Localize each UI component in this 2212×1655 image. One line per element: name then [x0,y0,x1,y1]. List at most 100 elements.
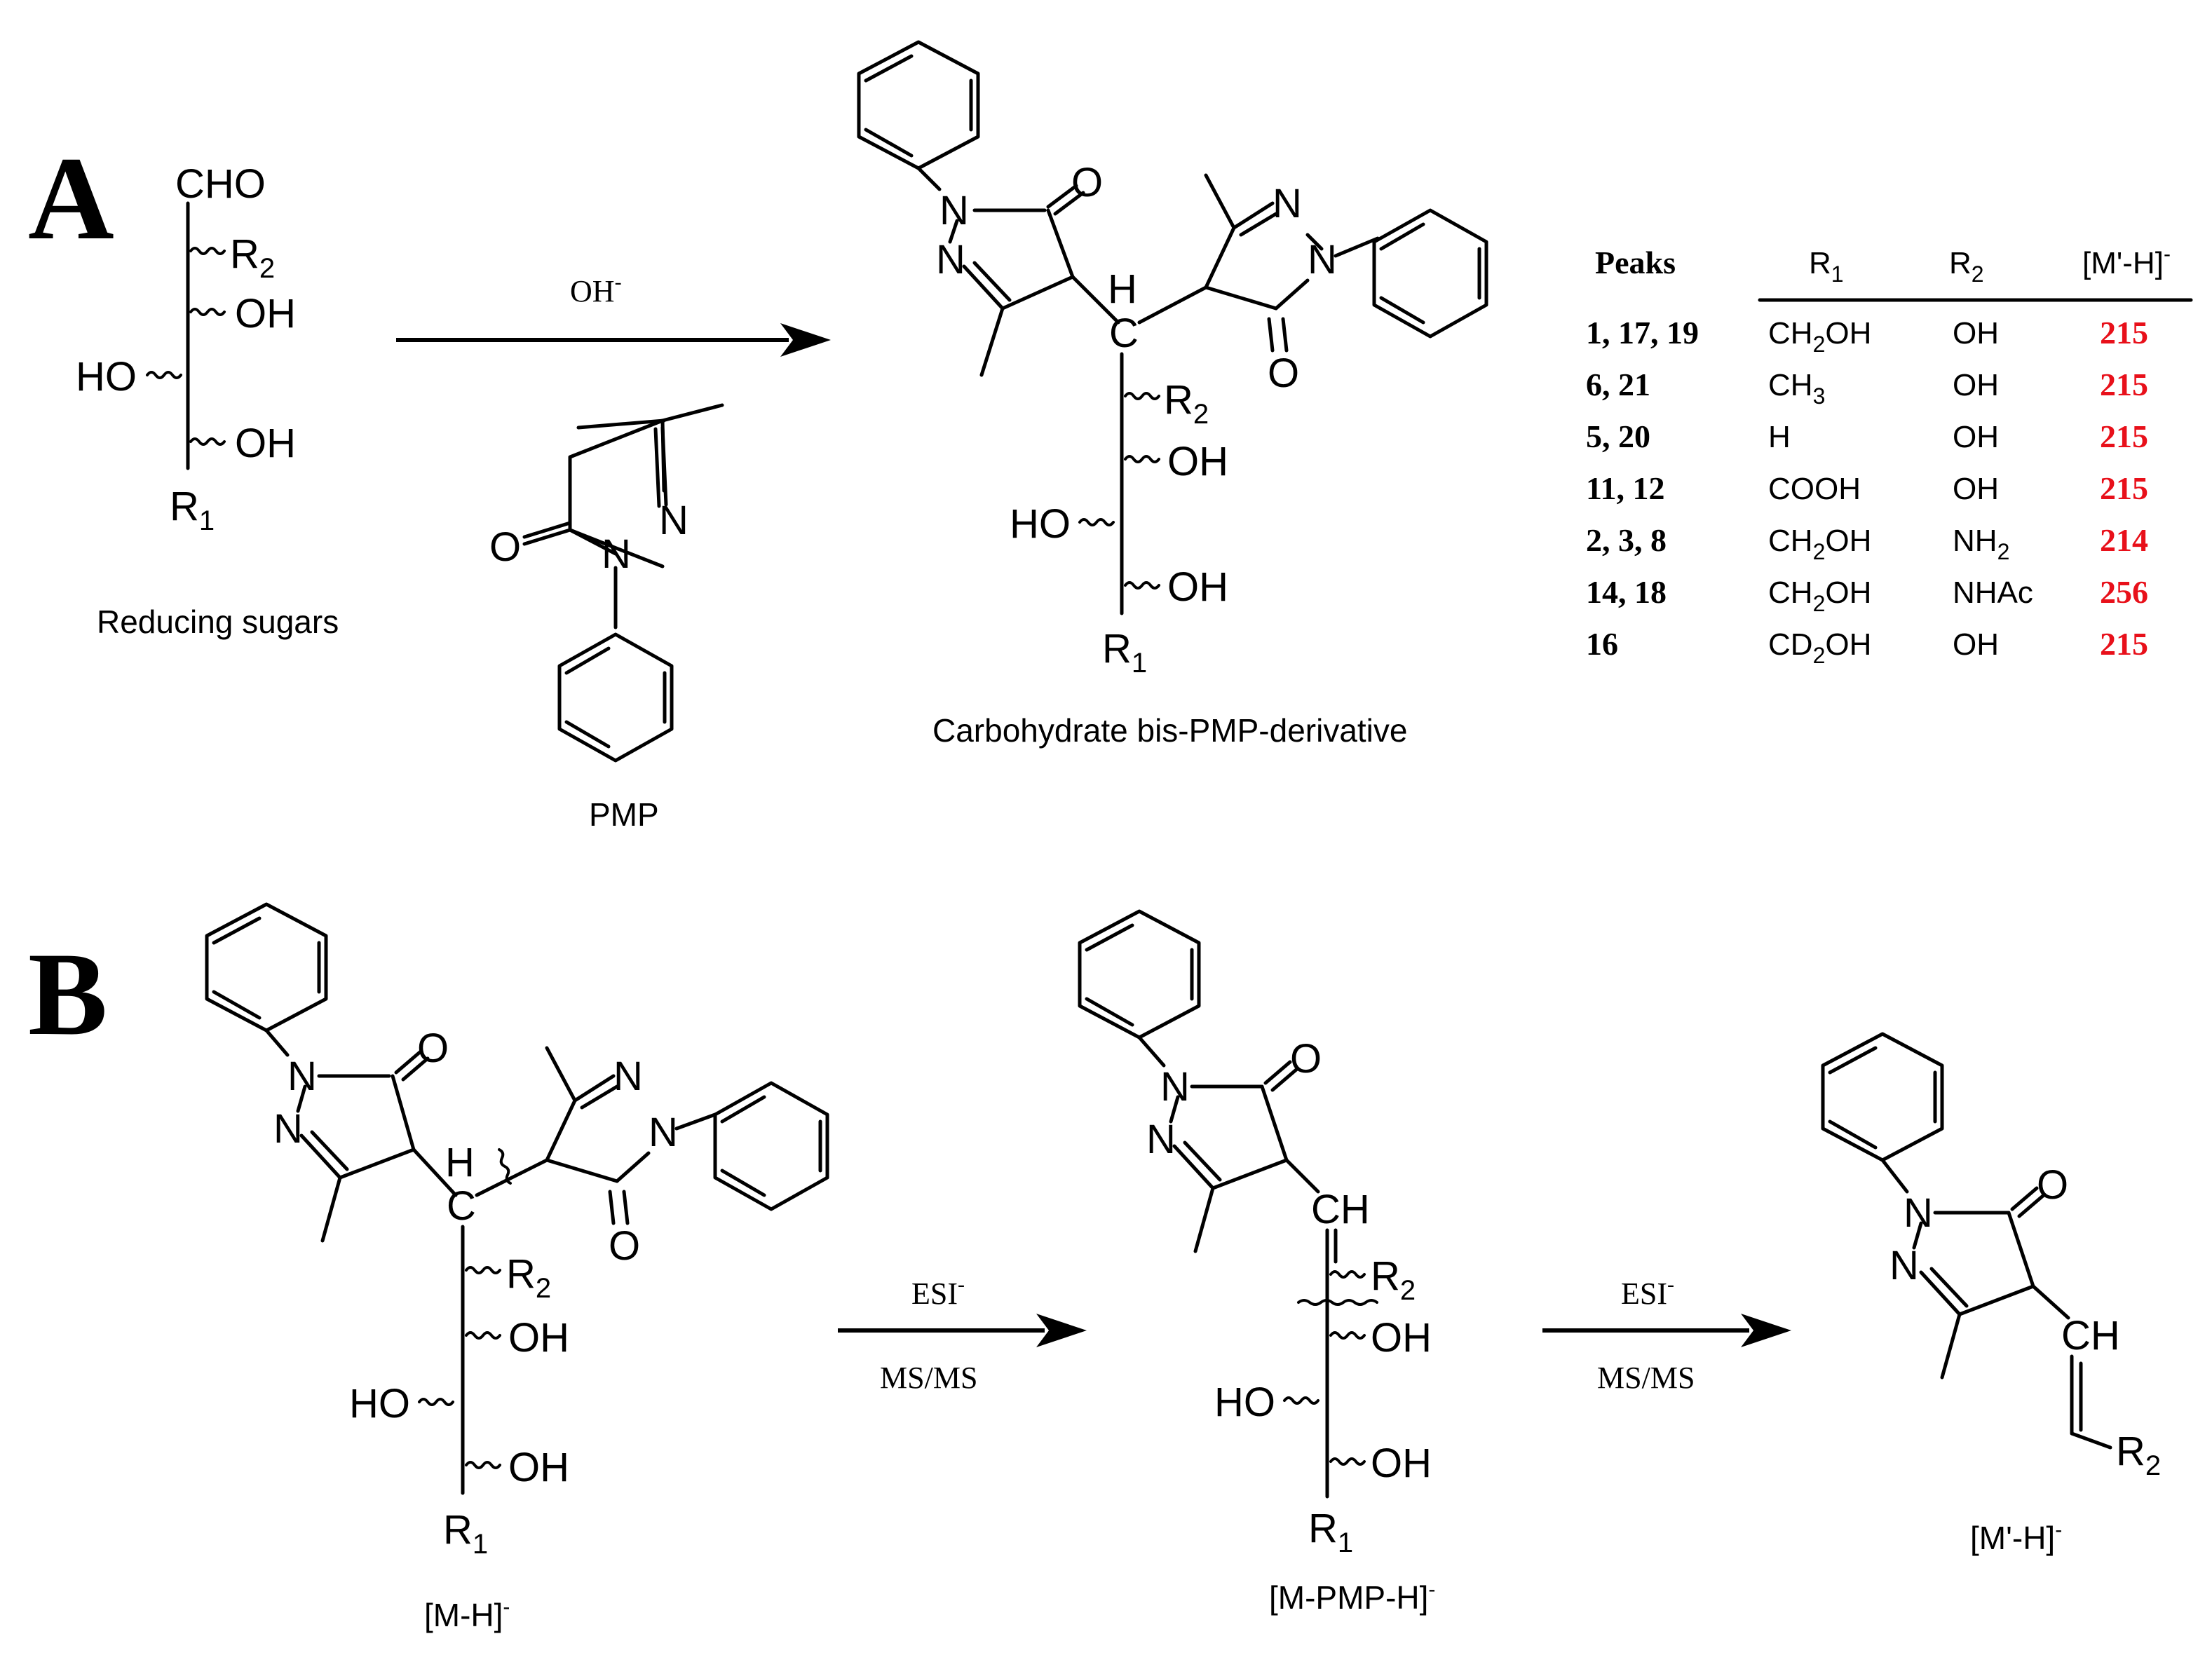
hydroxyl-label: OH [235,291,296,336]
nitrogen-label: N [1308,237,1337,282]
r1-label: R1 [170,484,215,536]
methine-h-label: H [445,1140,475,1185]
table-cell-mass: 215 [2100,315,2148,350]
carbon-label: C [1109,311,1139,356]
methine-label: CH [1311,1187,1370,1232]
table-cell-peaks: 6, 21 [1586,367,1650,402]
nitrogen-label: N [1904,1190,1933,1236]
arrow-b1-bottom-label: MS/MS [880,1361,977,1395]
caption-bis-pmp-derivative: Carbohydrate bis-PMP-derivative [932,712,1408,749]
table-cell-mass: 215 [2100,626,2148,662]
carbon-label: C [447,1183,476,1229]
table-cell-r2: OH [1953,627,1999,662]
table-cell-r2: NH2 [1953,524,2009,564]
table-header-r2: R2 [1949,246,1984,287]
table-cell-r2: OH [1953,316,1999,350]
deprotonated-molecule-structure: N N O H C N N O R2 OH HO OH R1 [205,902,829,1560]
pmp-structure: O N N [489,403,724,763]
arrow-b1-top-label: ESI- [911,1273,965,1311]
caption-product-ion: [M'-H]- [1970,1518,2062,1556]
hydroxyl-label: OH [508,1445,569,1490]
table-cell-r2: OH [1953,472,1999,506]
table-cell-r1: COOH [1768,472,1861,506]
table-header-mass: [M'-H]- [2082,243,2171,280]
table-cell-mass: 215 [2100,470,2148,506]
r2-label: R2 [1164,377,1209,430]
nitrogen-label: N [936,237,965,282]
table-row: 16 CD2OH OH 215 [1586,626,2148,668]
table-cell-peaks: 11, 12 [1586,470,1664,506]
table-cell-mass: 215 [2100,418,2148,454]
nitrogen-label: N [613,1054,643,1099]
table-header-r1: R1 [1809,246,1844,287]
table-cell-r2: OH [1953,420,1999,454]
nitrogen-label: N [1889,1243,1919,1288]
table-cell-r2: NHAc [1953,575,2033,610]
caption-deprotonated-molecule: [M-H]- [424,1595,510,1633]
r2-label: R2 [2116,1429,2161,1481]
arrow-b2-top-label: ESI- [1621,1273,1674,1311]
hydroxyl-label: HO [349,1381,410,1426]
hydroxyl-label: HO [1010,501,1071,547]
table-header-peaks: Peaks [1595,245,1676,280]
carbonyl-oxygen-label: O [609,1223,640,1269]
nitrogen-label: N [602,531,631,577]
table-row: 6, 21 CH3 OH 215 [1586,367,2148,409]
product-ion-structure: N N O CH R2 [1821,1032,2161,1481]
hydroxyl-label: OH [1371,1441,1432,1486]
carbonyl-oxygen-label: O [417,1026,449,1071]
table-row: 5, 20 H OH 215 [1586,418,2148,454]
table-cell-peaks: 5, 20 [1586,418,1650,454]
table-cell-mass: 256 [2100,574,2148,610]
r1-label: R1 [443,1507,488,1560]
carbonyl-oxygen-label: O [1268,350,1299,396]
nitrogen-label: N [659,498,688,543]
carbonyl-oxygen-label: O [2037,1162,2068,1208]
table-cell-peaks: 1, 17, 19 [1586,315,1699,350]
hydroxyl-label: OH [235,421,296,466]
methine-label: CH [2061,1313,2120,1358]
r1-label: R1 [1308,1506,1353,1558]
nitrogen-label: N [939,188,969,233]
table-cell-r1: CH3 [1768,368,1825,409]
nitrogen-label: N [1273,181,1302,226]
table-cell-peaks: 16 [1586,626,1618,662]
hydroxyl-label: OH [1167,439,1228,484]
table-cell-r1: H [1768,420,1791,454]
table-cell-r1: CD2OH [1768,627,1871,668]
table-cell-r1: CH2OH [1768,316,1871,357]
caption-fragment-mpmp: [M-PMP-H]- [1269,1578,1435,1616]
table-cell-mass: 215 [2100,367,2148,402]
carbonyl-oxygen-label: O [1071,160,1103,205]
caption-reducing-sugars: Reducing sugars [97,604,339,640]
carbonyl-oxygen-label: O [1290,1036,1322,1082]
r1-label: R1 [1102,626,1147,679]
arrow-b2-bottom-label: MS/MS [1597,1361,1695,1395]
aldehyde-label: CHO [175,161,266,207]
hydroxyl-label: HO [76,354,137,400]
table-cell-peaks: 14, 18 [1586,574,1667,610]
bis-pmp-derivative-structure: N N O H C N N O R2 OH HO OH R1 [857,40,1488,679]
carbonyl-oxygen-label: O [489,524,521,570]
hydroxyl-label: HO [1214,1380,1275,1425]
hydroxyl-label: OH [1371,1315,1432,1361]
panel-label-a: A [28,132,114,264]
hydroxyl-label: OH [508,1315,569,1361]
table-cell-mass: 214 [2100,522,2148,558]
table-cell-r1: CH2OH [1768,575,1871,616]
table-cell-peaks: 2, 3, 8 [1586,522,1667,558]
nitrogen-label: N [273,1106,303,1152]
r2-label: R2 [1371,1253,1416,1306]
reagent-label: OH- [570,271,622,308]
r2-label: R2 [230,231,275,284]
r2-label: R2 [506,1251,551,1304]
fragment-mpmp-structure: N N O CH R2 OH HO OH R1 [1078,909,1432,1558]
table-cell-r2: OH [1953,368,1999,402]
nitrogen-label: N [1146,1117,1176,1162]
reducing-sugar-structure: CHO R2 OH HO OH R1 [76,161,296,536]
nitrogen-label: N [649,1110,678,1155]
panel-label-b: B [28,928,107,1060]
